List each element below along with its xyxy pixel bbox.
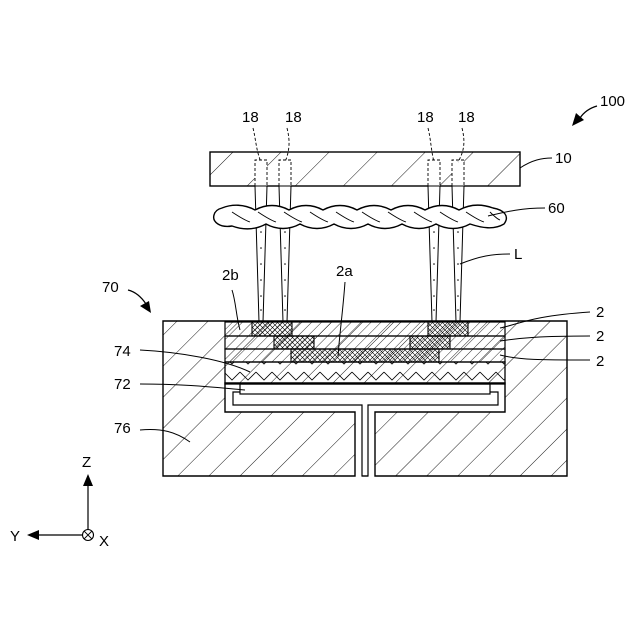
- label-opening-18-b: 18: [285, 109, 302, 126]
- label-base-76: 76: [114, 420, 131, 437]
- label-opening-18-c: 18: [417, 109, 434, 126]
- axis-label-x: X: [99, 533, 109, 550]
- label-sheet-2-mid: 2: [596, 328, 604, 345]
- laser-source: [214, 205, 507, 229]
- label-layer-2a: 2a: [336, 263, 353, 280]
- label-laser-60: 60: [548, 200, 565, 217]
- coordinate-axes: [27, 474, 94, 541]
- axis-label-y: Y: [10, 528, 20, 545]
- label-mask-10: 10: [555, 150, 572, 167]
- label-opening-18-a: 18: [242, 109, 259, 126]
- plate-72: [240, 384, 490, 394]
- label-sheet-2-top: 2: [596, 304, 604, 321]
- ref-arrow-100: [572, 106, 597, 126]
- sheet-stack: [225, 322, 505, 362]
- label-opening-18-d: 18: [458, 109, 475, 126]
- axis-label-z: Z: [82, 454, 91, 471]
- label-plate-74: 74: [114, 343, 131, 360]
- y-arrow-icon: [27, 530, 39, 540]
- label-layer-2b: 2b: [222, 267, 239, 284]
- plate-74: [225, 362, 505, 384]
- label-sheet-2-bottom: 2: [596, 353, 604, 370]
- mask-plate: [210, 152, 520, 186]
- label-stage-70: 70: [102, 279, 119, 296]
- label-assembly-100: 100: [600, 93, 625, 110]
- ref-arrow-70: [128, 290, 151, 313]
- z-arrow-icon: [83, 474, 93, 486]
- label-beam-L: L: [514, 246, 522, 263]
- label-plate-72: 72: [114, 376, 131, 393]
